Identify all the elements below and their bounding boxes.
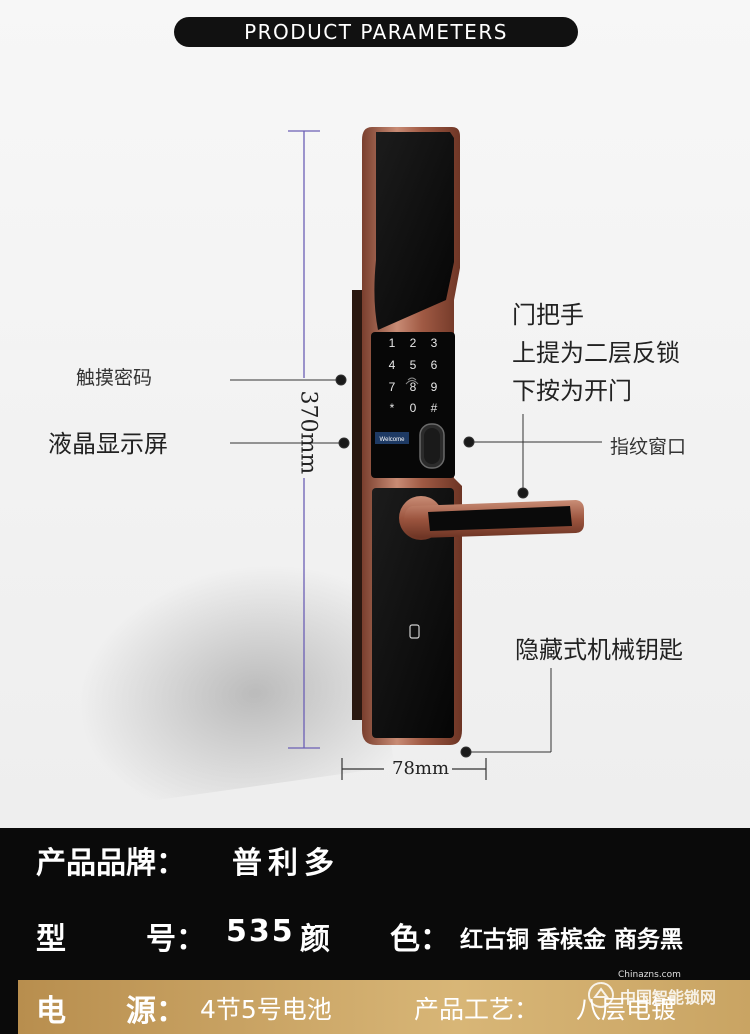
key: 5 — [410, 358, 417, 372]
handle-inlay — [428, 506, 572, 531]
watermark-logo-icon — [586, 980, 616, 1010]
model-label-char2: 号： — [146, 922, 206, 957]
brand-row: 产品品牌： 普利多 — [0, 838, 750, 881]
height-dimension-label: 370mm — [295, 390, 321, 475]
key: 1 — [389, 336, 396, 350]
model-color-row: 型 号： 535 颜 色： 红古铜 香槟金 商务黑 — [0, 914, 750, 957]
handle-callout-line3: 下按为开门 — [512, 377, 632, 405]
callout-dot — [463, 436, 475, 448]
width-dimension-label: 78mm — [392, 758, 450, 779]
model-label-char1: 型 — [36, 922, 66, 957]
callout-dot — [460, 746, 472, 758]
key: # — [431, 401, 438, 415]
brand-value: 普利多 — [232, 846, 340, 881]
height-dimension-line — [288, 130, 320, 749]
watermark-url: Chinazns.com — [618, 970, 681, 980]
callout-dot — [338, 437, 350, 449]
process-value: 八层电镀 — [576, 995, 677, 1024]
power-row-bar — [18, 980, 750, 1034]
lcd-screen-callout: 液晶显示屏 — [48, 430, 168, 458]
hidden-key-callout: 隐藏式机械钥匙 — [515, 636, 683, 664]
handle-callout-line1: 门把手 — [512, 301, 584, 329]
power-value: 4节5号电池 — [200, 995, 332, 1024]
key: 9 — [431, 380, 438, 394]
section-title: PRODUCT PARAMETERS — [244, 20, 508, 44]
fingerprint-window-callout: 指纹窗口 — [610, 436, 687, 458]
callout-dot — [335, 374, 347, 386]
handle-callout-line2: 上提为二层反锁 — [512, 339, 680, 367]
touch-password-callout: 触摸密码 — [76, 367, 153, 389]
power-label-char1: 电 — [36, 994, 66, 1029]
key: 2 — [410, 336, 417, 350]
section-title-pill: PRODUCT PARAMETERS — [174, 17, 578, 47]
model-value: 535 — [226, 914, 295, 949]
fingerprint-icon — [424, 428, 440, 464]
key: 3 — [431, 336, 438, 350]
watermark-name: 中国智能锁网 — [620, 988, 717, 1007]
key: 7 — [389, 380, 396, 394]
color-label-char2: 色： — [390, 922, 450, 957]
color-value: 红古铜 香槟金 商务黑 — [460, 927, 684, 953]
lock-illustration: 1 2 3 4 5 6 7 8 9 * 0 # Welcome — [230, 127, 602, 780]
lower-panel — [372, 488, 454, 738]
brand-label: 产品品牌： — [36, 846, 186, 881]
keyhole-icon — [409, 624, 420, 639]
color-label-char1: 颜 — [300, 922, 330, 957]
key: 4 — [389, 358, 396, 372]
nfc-icon — [405, 377, 419, 385]
width-dimension-line — [341, 758, 487, 780]
key: * — [390, 401, 395, 415]
lcd-screen — [375, 432, 409, 444]
lock-back-plate — [352, 290, 364, 720]
keypad-keys: 1 2 3 4 5 6 7 8 9 * 0 # — [389, 336, 438, 415]
callout-leaders — [230, 374, 602, 758]
process-label: 产品工艺： — [414, 995, 540, 1024]
key: 0 — [410, 401, 417, 415]
key: 8 — [410, 380, 417, 394]
key: 6 — [431, 358, 438, 372]
power-process-row: 电 源： 4节5号电池 产品工艺： 八层电镀 — [0, 986, 750, 1029]
lcd-text: Welcome — [380, 437, 406, 443]
callout-dot — [517, 487, 529, 499]
power-label-char2: 源： — [126, 994, 186, 1029]
upper-panel — [374, 132, 454, 330]
